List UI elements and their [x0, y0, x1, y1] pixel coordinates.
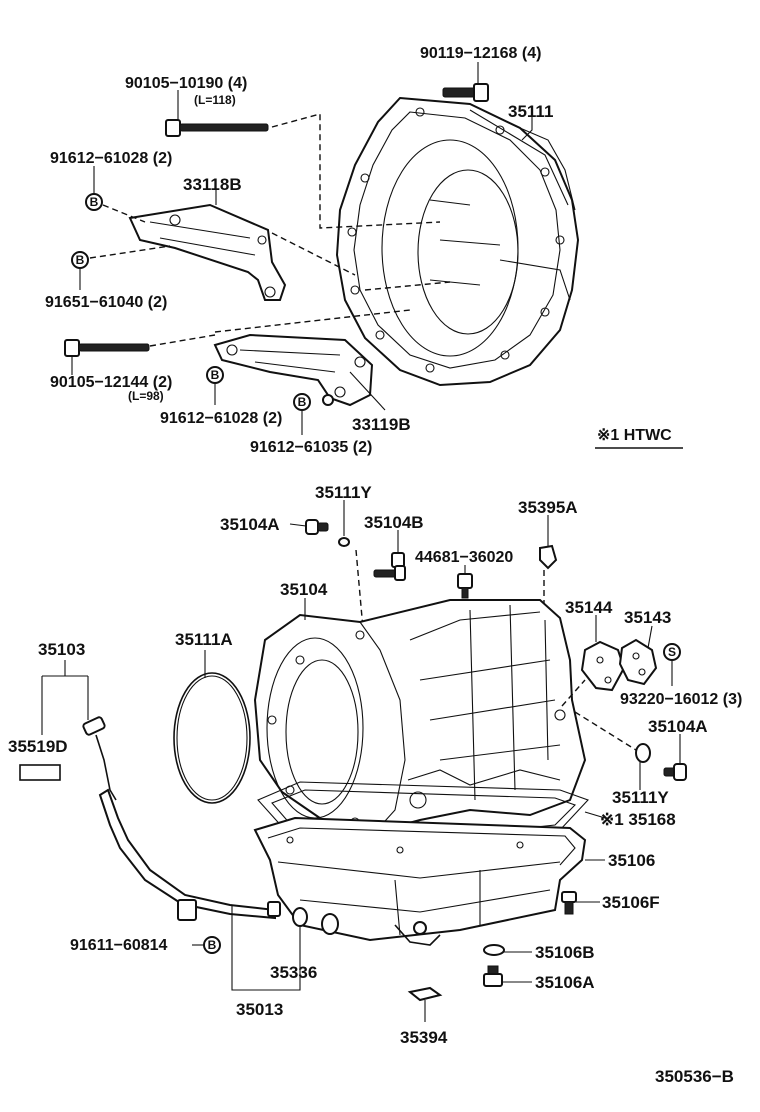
diagram-id: 350536−B: [655, 1067, 734, 1086]
dash-12144-b: [214, 309, 411, 333]
o-ring-35111y-right: [635, 743, 651, 763]
label-35104a-right: 35104A: [648, 717, 708, 736]
plug-35104b: [373, 552, 406, 581]
label-35104a-top: 35104A: [220, 515, 280, 534]
label-35519d: 35519D: [8, 737, 68, 756]
label-35168: ※1 35168: [600, 810, 676, 829]
washer-91612-61028-a: B: [85, 193, 103, 211]
leader-33119b: [349, 371, 386, 411]
pan-pipe: [321, 913, 441, 946]
dash-12144-c: [364, 281, 451, 291]
svg-text:B: B: [208, 938, 217, 952]
dash-bolt-10190: [271, 113, 441, 229]
label-91651-61040: 91651−61040 (2): [45, 294, 167, 311]
svg-text:B: B: [298, 395, 307, 409]
label-93220-16012: 93220−16012 (3): [620, 691, 742, 708]
leader-35104a-top: [289, 523, 307, 527]
label-35103: 35103: [38, 640, 85, 659]
dash-35111y-right: [574, 711, 637, 751]
bolt-90105-12144: [64, 339, 150, 357]
label-35111a: 35111A: [175, 630, 233, 649]
label-35111y-top: 35111Y: [315, 483, 372, 502]
label-35395a: 35395A: [518, 498, 578, 517]
label-35106f: 35106F: [602, 893, 660, 912]
gasket-35106b: [483, 944, 505, 956]
label-91612-61028-a: 91612−61028 (2): [50, 150, 172, 167]
dash-33118b-b: [89, 245, 171, 259]
label-35106a: 35106A: [535, 973, 595, 992]
bolt-90105-10190: [165, 119, 269, 137]
label-l98: (L=98): [128, 389, 164, 403]
label-35106: 35106: [608, 851, 655, 870]
bell-housing-35111: [335, 96, 580, 387]
dipstick-35103: [82, 716, 117, 801]
dash-33118b-c: [271, 232, 356, 276]
label-35143: 35143: [624, 608, 671, 627]
leader-35143: [647, 625, 653, 649]
bracket-35013: [231, 905, 301, 991]
bolt-90119-12168: [442, 83, 489, 102]
plug-35104a-top: [305, 519, 329, 535]
plug-35104a-right: [663, 763, 687, 781]
label-plate-35519d: [19, 764, 61, 781]
label-35111: 35111: [508, 102, 553, 121]
washer-91612-61035: B: [293, 393, 334, 411]
plug-35106a: [483, 965, 503, 987]
drain-plug-35106f: [561, 891, 577, 915]
svg-text:B: B: [90, 195, 99, 209]
washer-91651-61040: B: [71, 251, 89, 269]
svg-text:S: S: [668, 645, 676, 659]
o-ring-35111a: [173, 672, 251, 804]
fitting-44681-36020: [457, 573, 473, 599]
label-90105-10190: 90105−10190 (4): [125, 75, 247, 92]
label-33119b: 33119B: [352, 415, 411, 434]
label-35013: 35013: [236, 1000, 283, 1019]
svg-text:B: B: [76, 253, 85, 267]
part-35395a: [539, 544, 558, 570]
dash-12144-a: [149, 334, 216, 347]
label-44681-36020: 44681−36020: [415, 549, 513, 566]
label-35336: 35336: [270, 963, 317, 982]
dash-33118b-a: [102, 204, 146, 223]
label-91612-61028-b: 91612−61028 (2): [160, 410, 282, 427]
oil-pan-35106: [253, 816, 587, 942]
washer-91612-61028-b: B: [206, 366, 224, 384]
bolt-91611-60814: B: [203, 936, 221, 954]
bracket-35103: [41, 660, 89, 735]
label-35104b: 35104B: [364, 513, 424, 532]
label-90119-12168: 90119−12168 (4): [420, 45, 541, 62]
filler-tube-35013: [98, 788, 281, 921]
label-l118: (L=118): [194, 93, 236, 107]
plate-35144: [580, 640, 626, 692]
label-90105-12144: 90105−12144 (2): [50, 374, 172, 391]
bracket-33118b: [128, 203, 287, 301]
label-35394: 35394: [400, 1028, 448, 1047]
block-35394: [407, 986, 443, 1002]
label-35104: 35104: [280, 580, 328, 599]
o-ring-35111y-top: [338, 537, 350, 547]
label-htwc: ※1 HTWC: [597, 427, 672, 444]
label-35106b: 35106B: [535, 943, 595, 962]
bracket-33119b: [213, 333, 374, 407]
label-33118b: 33118B: [183, 175, 242, 194]
leader-35111: [521, 112, 533, 141]
screw-93220-16012: S: [663, 643, 681, 661]
label-35111y-right: 35111Y: [612, 788, 669, 807]
plate-35143: [618, 638, 658, 686]
label-35144: 35144: [565, 598, 613, 617]
transmission-case-35104: [253, 599, 587, 834]
dash-35144: [561, 679, 586, 707]
leader-35168: [584, 811, 606, 819]
label-91611-60814: 91611−60814: [70, 937, 168, 954]
label-91612-61035: 91612−61035 (2): [250, 439, 372, 456]
svg-text:B: B: [211, 368, 220, 382]
o-ring-35336: [292, 907, 308, 927]
